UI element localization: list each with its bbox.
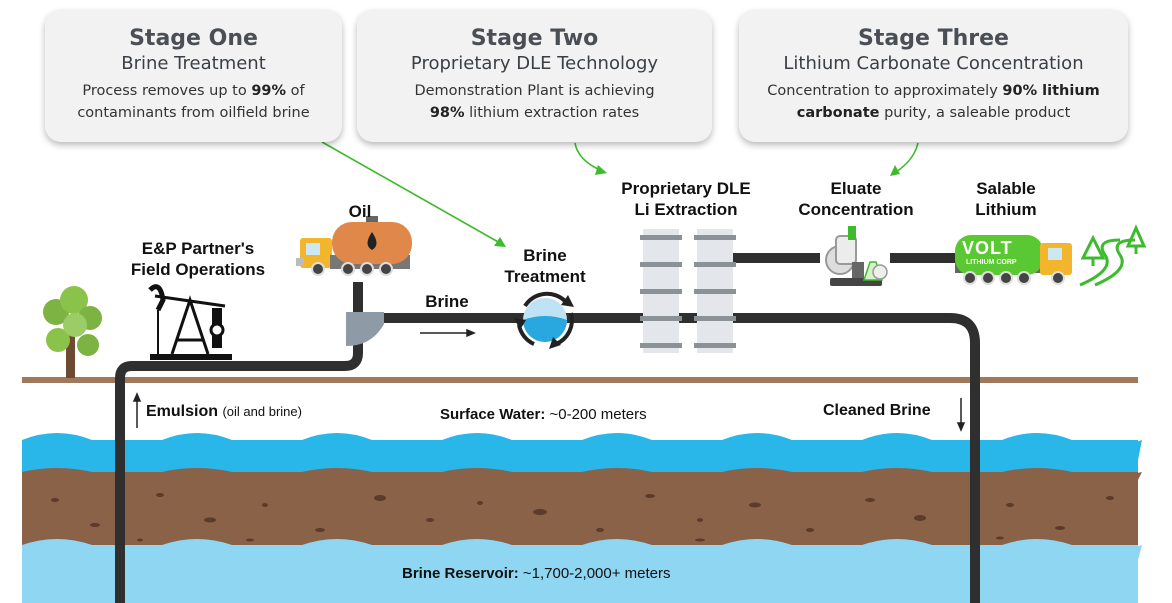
field-operations-label: E&P Partner's Field Operations bbox=[108, 238, 288, 280]
truck-brand-name: VOLT bbox=[962, 238, 1013, 258]
stage-one-arrowhead bbox=[494, 237, 506, 247]
tree-icon bbox=[43, 286, 102, 378]
brine-flow-label: Brine bbox=[425, 292, 469, 311]
stage-title: Stage Two bbox=[470, 26, 599, 51]
pumpjack-icon bbox=[148, 284, 232, 360]
stage-three-arrow bbox=[895, 142, 919, 173]
emulsion-label: Emulsion (oil and brine) bbox=[146, 403, 302, 421]
desc-highlight: 98% bbox=[429, 105, 465, 121]
stage-two-card: Stage Two Proprietary DLE Technology Dem… bbox=[357, 10, 712, 142]
dle-extraction-label: Proprietary DLE Li Extraction bbox=[600, 178, 772, 220]
label-line: Brine bbox=[523, 246, 567, 265]
desc-highlight: carbonate bbox=[796, 105, 880, 121]
ground-line bbox=[22, 377, 1138, 383]
extraction-column-icon bbox=[640, 229, 736, 353]
pipe-junction bbox=[346, 312, 384, 346]
salable-lithium-label: Salable Lithium bbox=[960, 178, 1052, 220]
label-line: E&P Partner's bbox=[141, 239, 255, 258]
stage-subtitle: Proprietary DLE Technology bbox=[410, 53, 659, 74]
stage-three-arrowhead bbox=[890, 165, 900, 176]
cleaned-brine-label: Cleaned Brine bbox=[823, 402, 931, 419]
label-line: Lithium bbox=[975, 200, 1037, 219]
surface-water-label: Surface Water: ~0-200 meters bbox=[440, 406, 647, 423]
label-line: Eluate bbox=[830, 179, 882, 198]
stage-subtitle: Lithium Carbonate Concentration bbox=[783, 53, 1084, 74]
stage-title: Stage One bbox=[129, 26, 258, 51]
label-line: Li Extraction bbox=[634, 200, 738, 219]
label-line: Salable bbox=[976, 179, 1036, 198]
label-line: Proprietary DLE bbox=[621, 179, 751, 198]
desc-text: purity, a saleable product bbox=[879, 105, 1071, 121]
desc-text: lithium extraction rates bbox=[464, 105, 640, 121]
label-line: Concentration bbox=[798, 200, 914, 219]
stage-two-arrowhead bbox=[595, 165, 607, 175]
lithium-truck-icon bbox=[955, 235, 1072, 285]
desc-text: Demonstration Plant is achieving bbox=[414, 83, 655, 99]
soil-layer bbox=[22, 468, 1142, 548]
stage-one-arrow bbox=[321, 141, 501, 244]
eluate-concentration-label: Eluate Concentration bbox=[790, 178, 922, 220]
desc-highlight: 99% bbox=[251, 83, 287, 99]
recycle-water-icon bbox=[514, 291, 574, 349]
stage-two-arrow bbox=[574, 142, 601, 171]
emulsion-text: Emulsion bbox=[146, 403, 219, 420]
flow-arrows bbox=[132, 328, 966, 432]
desc-text: of bbox=[286, 83, 305, 99]
desc-text: Process removes up to bbox=[82, 83, 252, 99]
label-line: Treatment bbox=[504, 267, 586, 286]
reservoir-title: Brine Reservoir: bbox=[402, 565, 519, 582]
stage-one-card: Stage One Brine Treatment Process remove… bbox=[45, 10, 342, 142]
stage-title: Stage Three bbox=[858, 26, 1009, 51]
brine-reservoir-label: Brine Reservoir: ~1,700-2,000+ meters bbox=[402, 565, 670, 582]
stage-three-card: Stage Three Lithium Carbonate Concentrat… bbox=[739, 10, 1128, 142]
stage-subtitle: Brine Treatment bbox=[121, 53, 266, 74]
oil-truck-icon bbox=[296, 216, 412, 276]
stage-description: Concentration to approximately 90% lithi… bbox=[739, 80, 1128, 124]
forest-icon bbox=[1079, 224, 1147, 287]
stage-description: Demonstration Plant is achieving 98% lit… bbox=[357, 80, 712, 124]
surface-water-depth: ~0-200 meters bbox=[545, 406, 647, 423]
label-line: Field Operations bbox=[130, 260, 266, 279]
truck-brand-sub: LITHIUM CORP bbox=[966, 259, 1017, 266]
stage-arrows bbox=[321, 141, 919, 244]
emulsion-note: (oil and brine) bbox=[222, 404, 302, 419]
desc-text: contaminants from oilfield brine bbox=[77, 105, 310, 121]
microscope-icon bbox=[825, 226, 888, 286]
stage-description: Process removes up to 99% of contaminant… bbox=[45, 80, 342, 124]
reservoir-depth: ~1,700-2,000+ meters bbox=[518, 565, 671, 582]
oil-label: Oil bbox=[348, 202, 372, 221]
desc-highlight: 90% lithium bbox=[1002, 83, 1100, 99]
desc-text: Concentration to approximately bbox=[767, 83, 1003, 99]
surface-water-title: Surface Water: bbox=[440, 406, 546, 423]
brine-reservoir-layer bbox=[22, 539, 1142, 603]
brine-treatment-label: Brine Treatment bbox=[490, 245, 600, 287]
